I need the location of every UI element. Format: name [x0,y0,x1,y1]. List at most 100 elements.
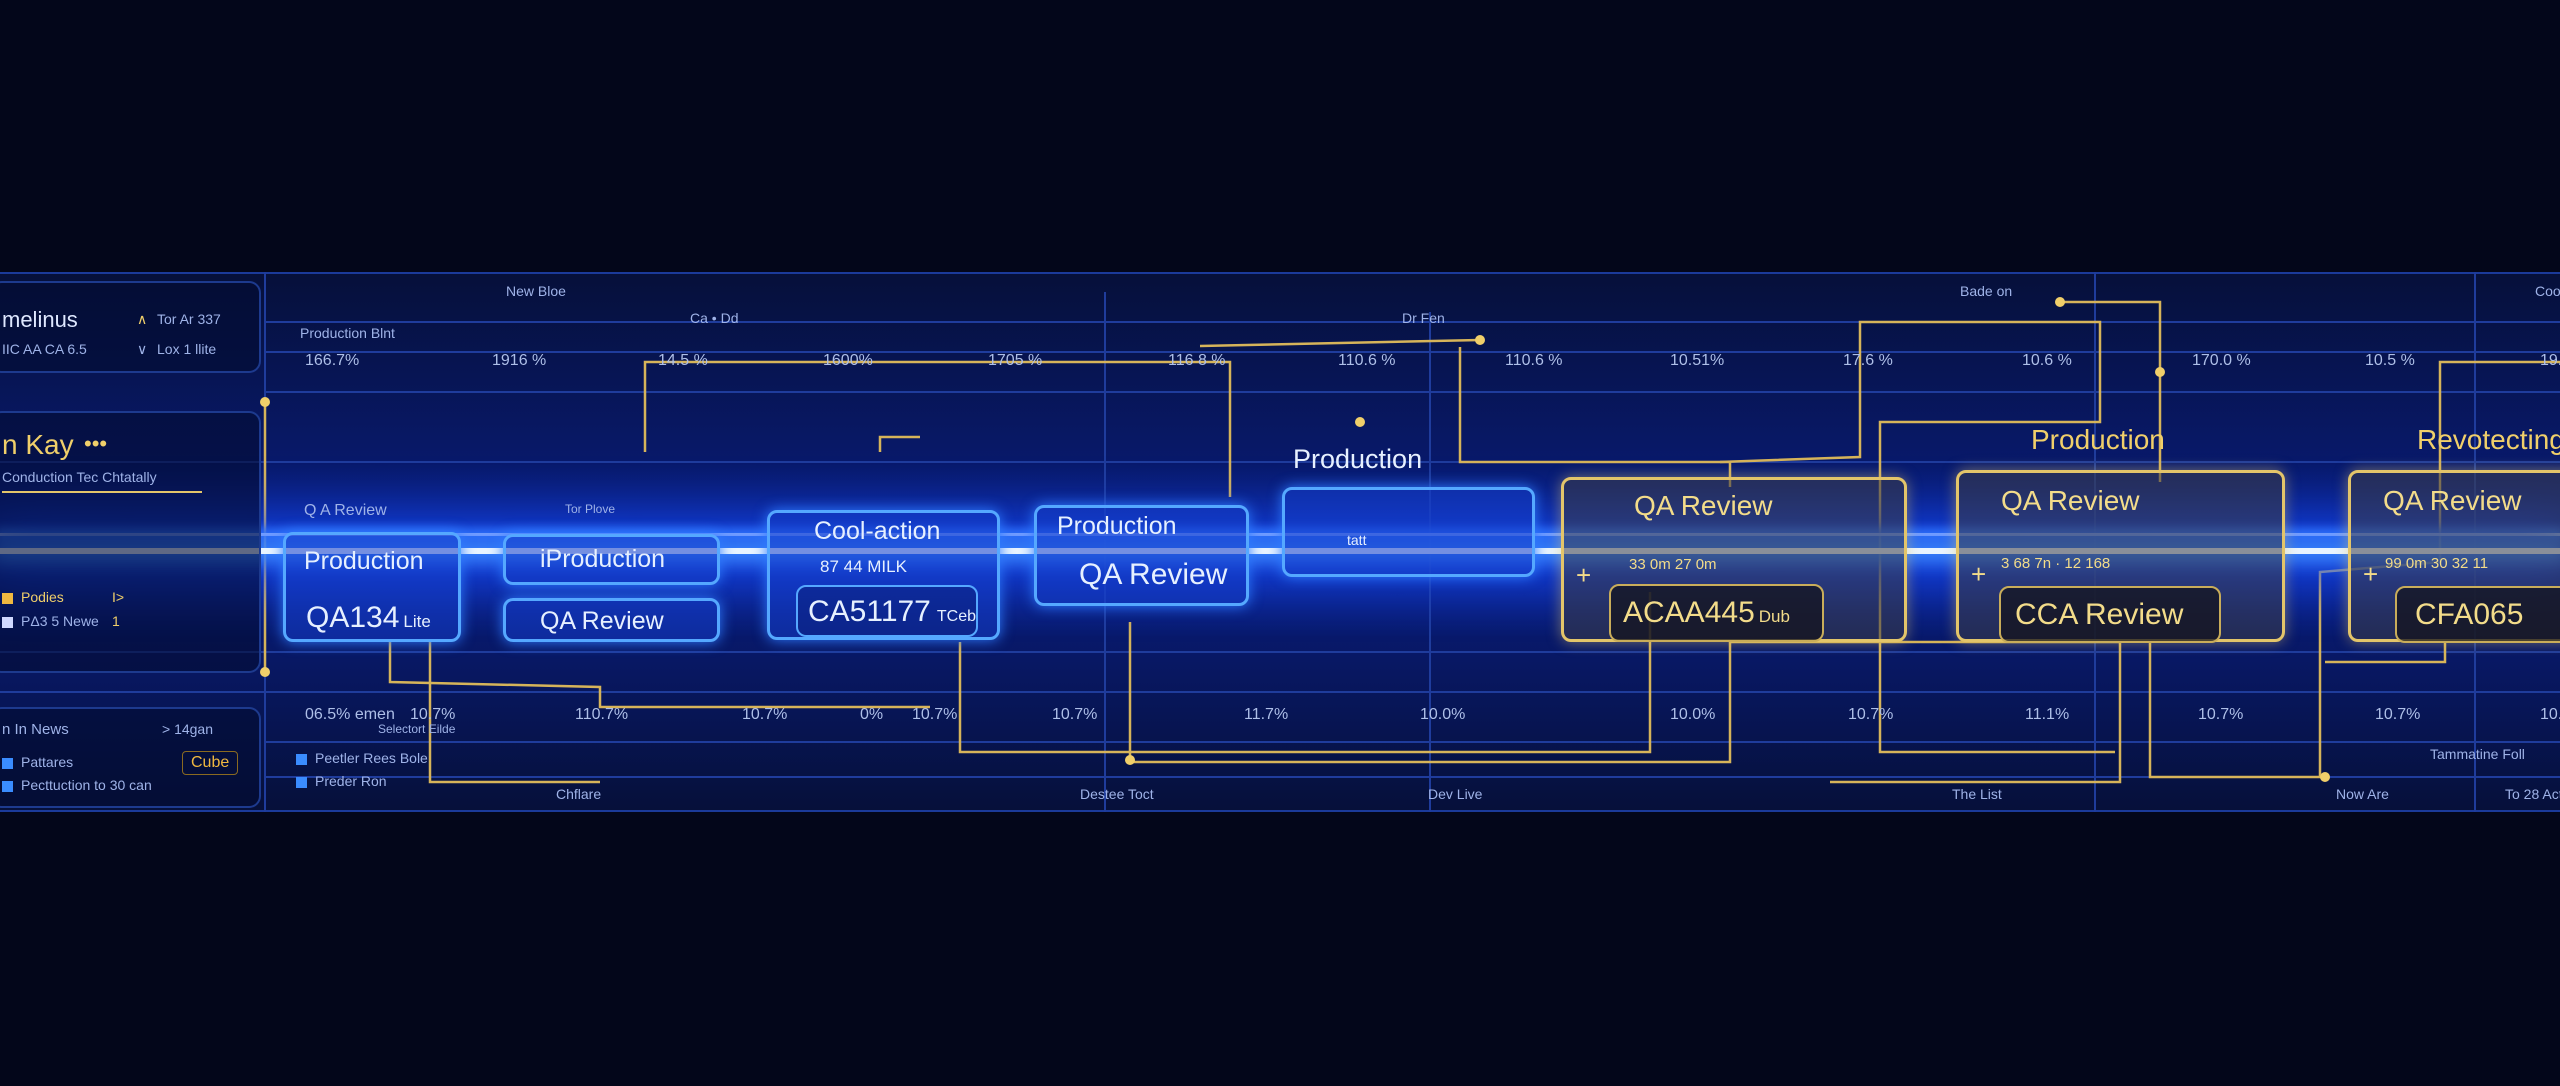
news-panel[interactable]: n In News > 14gan Pattares Pecttuction t… [0,707,261,808]
node-qa-review[interactable]: QA Review [503,598,720,642]
node-title: iProduction [540,545,666,573]
header-label: Production Blnt [300,325,395,341]
node-ticks: 99 0m 30 32 11 [2385,555,2489,572]
top-percent: 166.7% [305,352,360,369]
legend-item: Preder Ron [296,773,387,789]
header-label: Cool [2535,283,2560,299]
top-percent: 1916 % [492,352,547,369]
list-item-value: I> [112,589,125,605]
arrow-up-icon: ∧ [137,311,148,327]
bottom-percent: 10.7% [912,706,958,723]
lane-label: Tor Plove [565,502,616,516]
top-percent: 170.0 % [2192,352,2251,369]
node-title: QA Review [540,607,664,635]
node-code: CFA065 [2415,598,2524,631]
down-label: Lox 1 llite [157,341,217,357]
footer-label: Destee Toct [1080,786,1154,802]
bottom-percent: 11.7% [1244,706,1289,723]
cube-button[interactable]: Cube [182,751,239,775]
node-code: CCA Review [2015,598,2184,631]
bottom-percent: 10.7% [2375,706,2421,723]
footer-label: Chflare [556,786,602,802]
header-label: New Bloe [506,283,566,299]
node-cfa065[interactable]: QA Review 99 0m 30 32 11 + CFA065 [2348,470,2560,643]
panel-meta: > 14gan [162,721,213,737]
bottom-percent: 10.7% [410,706,456,723]
lane-label: Q A Review [304,502,387,519]
arrow-down-icon: ∨ [137,341,148,357]
node-meta: 87 44 MILK [820,557,907,576]
footer-label: Now Are [2336,786,2389,802]
list-item[interactable]: Pecttuction to 30 can [2,777,152,793]
top-percent: 10.51% [1670,352,1725,369]
plus-icon[interactable]: + [2363,559,2379,589]
footer-label: To 28 Act [2505,786,2560,802]
list-item[interactable]: Podies [2,589,64,605]
node-code-box: CCA Review [1999,586,2221,643]
bottom-percent: 0% [860,706,884,723]
node-label: Production [1293,444,1423,474]
top-percent: 1600% [823,352,873,369]
detail-panel[interactable]: n Kay ••• Conduction Tec Chtatally Podie… [0,411,261,673]
node-ticks: 33 0m 27 0m [1629,556,1717,573]
panel-subtitle: Conduction Tec Chtatally [2,469,157,485]
lane-label: Selectort Eilde [378,722,456,736]
bottom-percent: 10.7% [742,706,788,723]
node-title: QA Review [2001,485,2140,516]
bottom-percent: 10.7% [1052,706,1098,723]
node-production[interactable]: tatt [1282,487,1535,577]
bottom-percent: 11.1% [2025,706,2070,723]
timeline-glow-secondary [0,533,2560,536]
top-percent: 110.6 % [1338,352,1396,369]
node-label: Production [2031,424,2165,455]
top-percent: 14.5 % [658,352,708,369]
more-icon[interactable]: ••• [84,431,108,456]
node-title: QA Review [2383,485,2522,516]
plus-icon[interactable]: + [1971,559,1987,589]
timeline-glow-main [0,548,2560,554]
node-iproduction[interactable]: iProduction [503,534,720,585]
top-percent: 10.5 % [2365,352,2415,369]
top-percent: 19. [2540,352,2560,369]
legend-item: Peetler Rees Bole [296,750,428,766]
node-cca-review[interactable]: QA Review 3 68 7n · 12 168 + CCA Review [1956,470,2285,643]
arrow-right-icon [2,491,202,493]
footer-label: Dev Live [1428,786,1483,802]
node-title: Production [1057,512,1177,540]
bottom-percent: 110.7% [575,706,629,723]
panel-title: n In News [2,721,69,738]
node-title: QA Review [1634,490,1773,521]
top-percent: 10.6 % [2022,352,2072,369]
summary-panel[interactable]: melinus IIC AA CA 6.5 ∧ Tor Ar 337 ∨ Lox… [0,281,261,373]
up-label: Tor Ar 337 [157,311,221,327]
list-item-value: 1 [112,613,120,629]
plus-icon[interactable]: + [1576,560,1592,590]
bottom-percent: 10.7% [2198,706,2244,723]
list-item[interactable]: PΔ3 5 Newe [2,613,99,629]
node-ticks: 3 68 7n · 12 168 [2001,555,2111,572]
grid-and-connectors [0,272,2560,812]
bottom-percent: 10.0% [1670,706,1716,723]
footer-label: The List [1952,786,2002,802]
node-label: Revotecting [2417,424,2560,455]
panel-subtitle: IIC AA CA 6.5 [2,341,87,357]
top-percent: 17.6 % [1843,352,1893,369]
node-production-qa[interactable]: Production QA Review [1034,505,1249,606]
bottom-percent: 10.0% [1420,706,1466,723]
node-code-box: CFA065 [2395,586,2560,643]
node-code: QA Review [1079,558,1228,591]
node-title: Production [304,547,424,575]
footer-label: Tammatine Foll [2430,746,2525,762]
header-label: Ca • Dd [690,310,739,326]
panel-title: melinus [2,307,78,332]
list-item[interactable]: Pattares [2,754,73,770]
header-label: Dr Fen [1402,310,1445,326]
